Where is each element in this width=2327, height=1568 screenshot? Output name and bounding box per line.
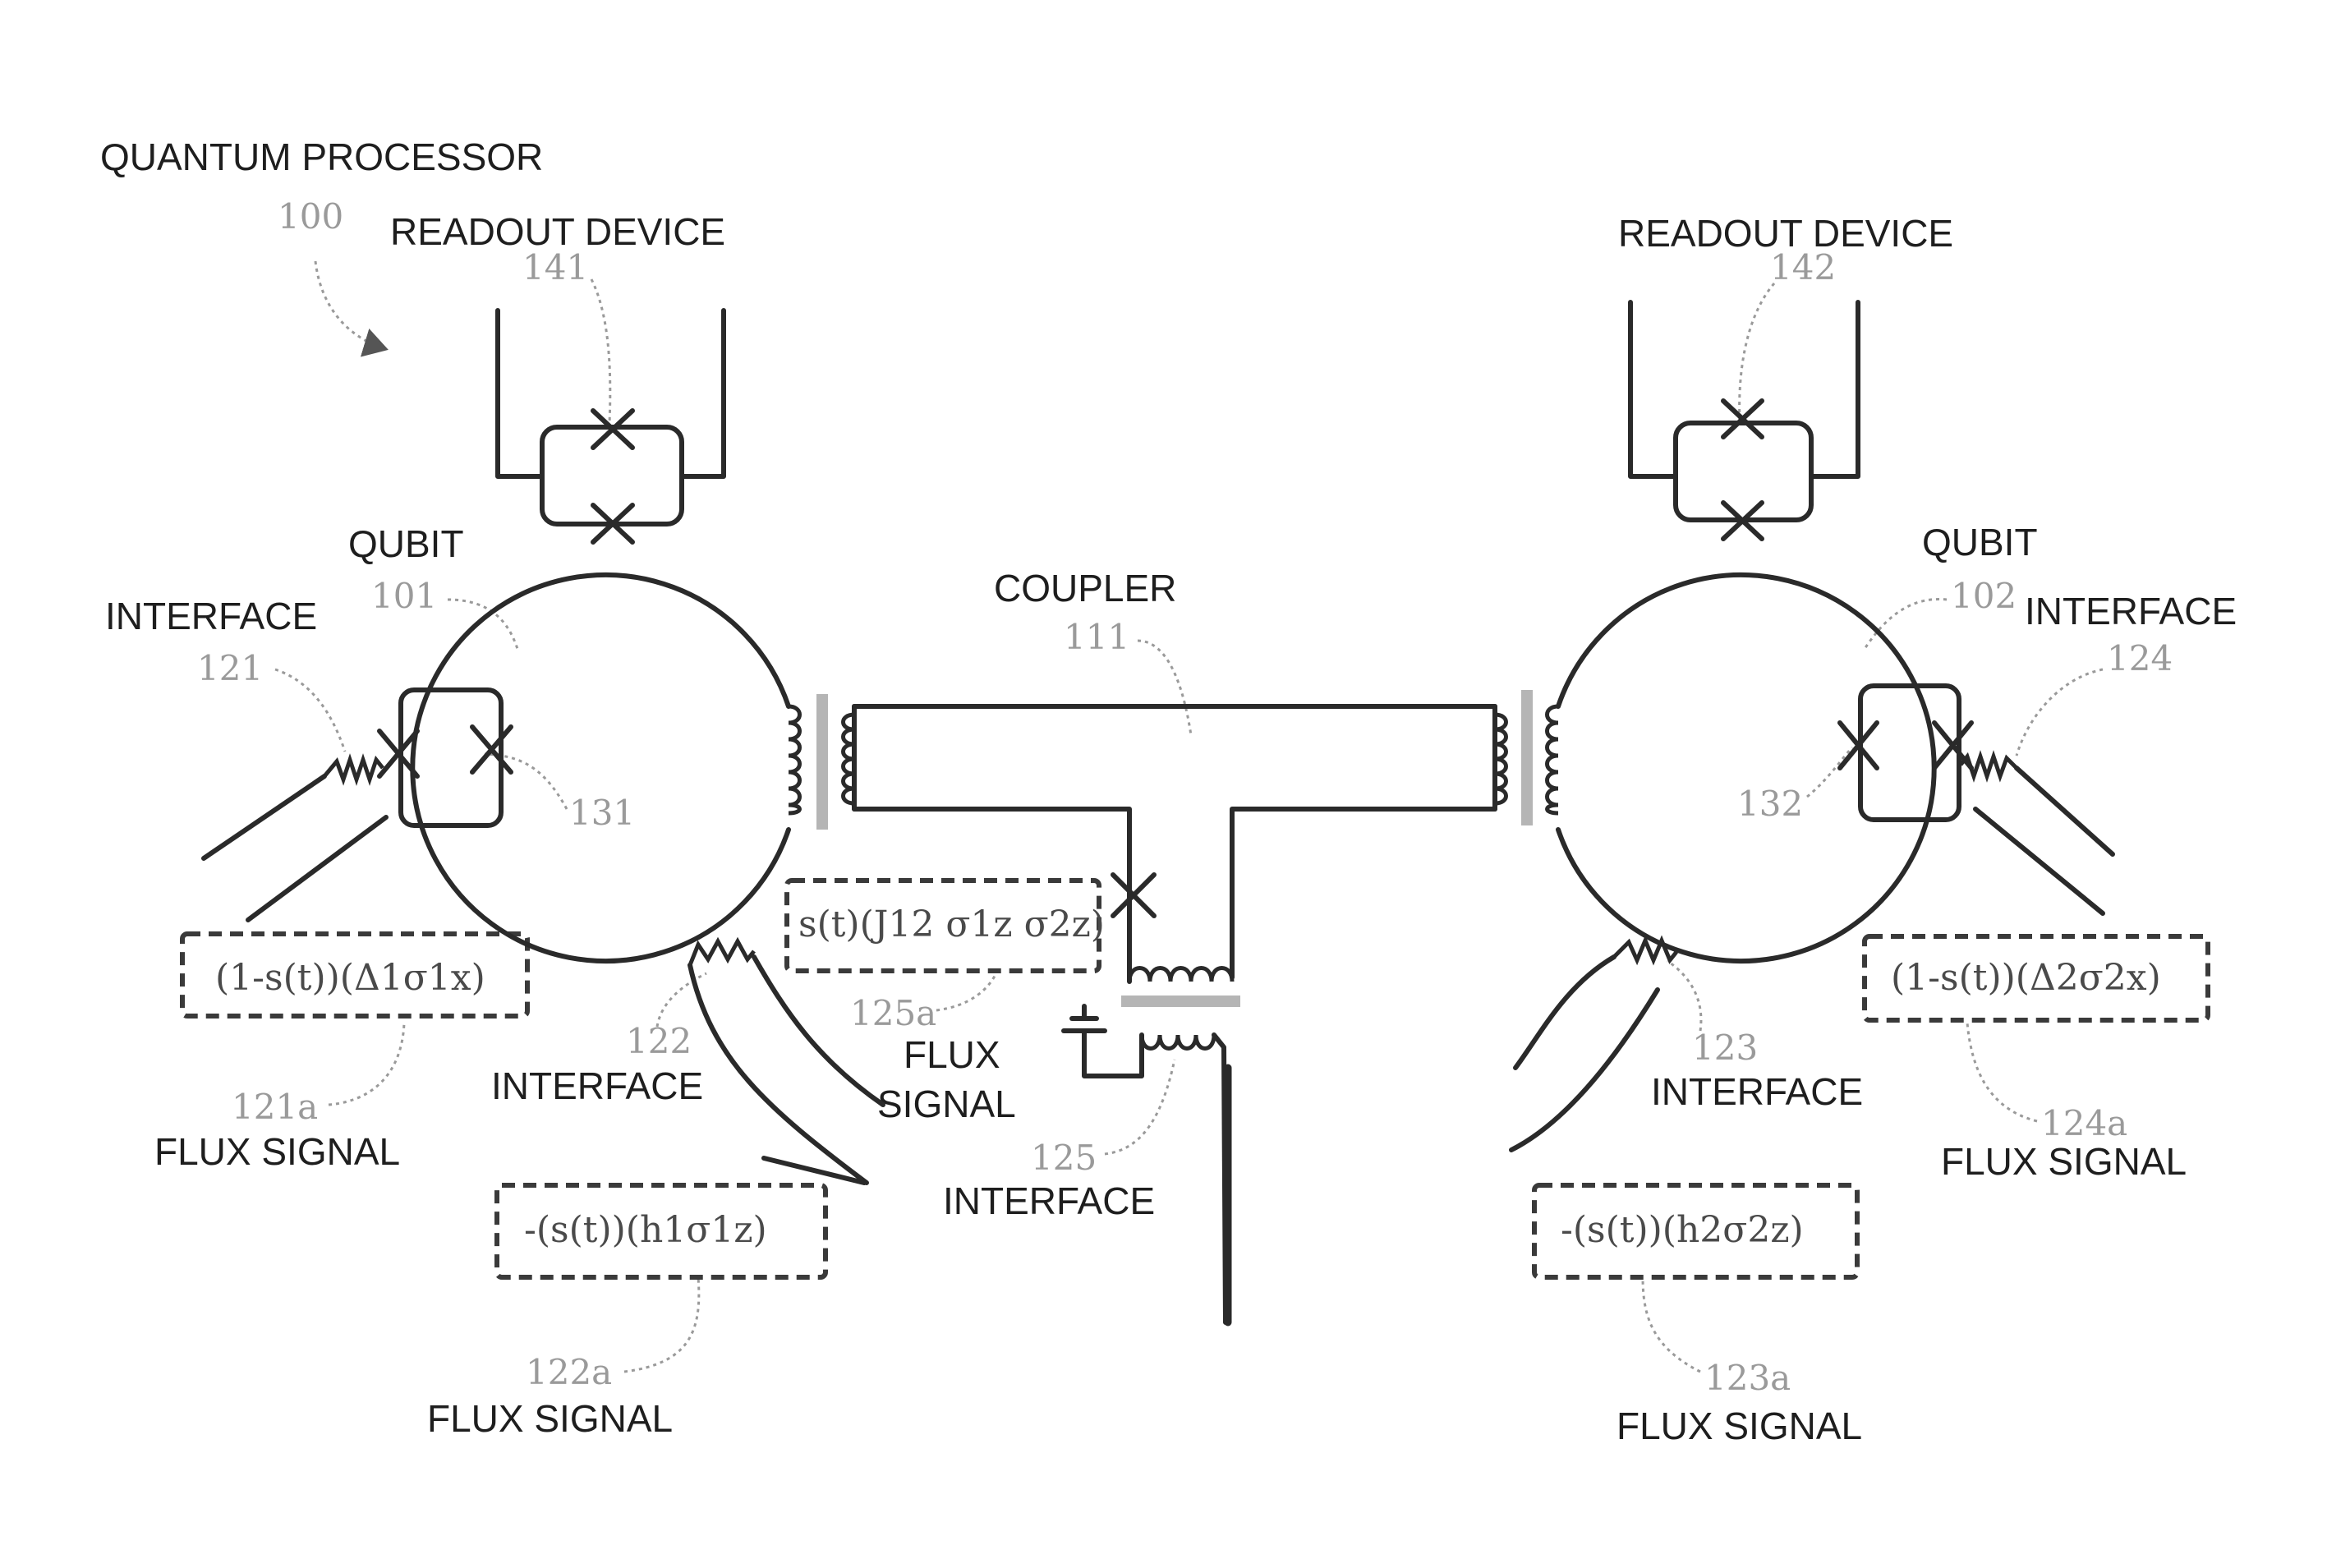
ref-122: 122 <box>626 1021 692 1061</box>
leader-125a <box>936 969 998 1010</box>
leader-132 <box>1807 747 1852 797</box>
flux-signal-124a-label: FLUX SIGNAL <box>1941 1140 2187 1183</box>
leader-121a <box>329 1023 404 1105</box>
qubit-102 <box>1521 575 1971 961</box>
leader-122a <box>624 1277 699 1372</box>
readout-device-141 <box>498 310 724 542</box>
ref-121a: 121a <box>232 1087 318 1127</box>
title-label: QUANTUM PROCESSOR <box>100 136 543 178</box>
leader-121 <box>275 669 345 752</box>
leader-111 <box>1138 641 1191 735</box>
leader-123a <box>1643 1277 1700 1372</box>
ref-123a: 123a <box>1704 1358 1791 1398</box>
coupler-111 <box>844 706 1506 1007</box>
leader-123 <box>1667 961 1701 1031</box>
ref-142: 142 <box>1770 247 1836 287</box>
readout-device-142 <box>1630 302 1858 539</box>
ref-111: 111 <box>1064 617 1129 657</box>
interface-124 <box>1961 756 2113 913</box>
ref-101: 101 <box>371 576 437 616</box>
flux-signal-123a-label: FLUX SIGNAL <box>1616 1405 1862 1447</box>
leader-102 <box>1865 600 1947 649</box>
ref-121: 121 <box>197 648 263 688</box>
flux-125a-label: FLUX <box>904 1033 1000 1076</box>
flux-signal-122a-label: FLUX SIGNAL <box>427 1397 673 1440</box>
qubit-right-label: QUBIT <box>1922 521 2038 563</box>
equation-125a: s(t)(J12 σ1z σ2z) <box>798 904 1105 945</box>
interface-122-label: INTERFACE <box>491 1064 703 1107</box>
interface-124-label: INTERFACE <box>2025 590 2237 632</box>
leader-131 <box>485 754 567 809</box>
ref-131: 131 <box>569 793 635 833</box>
interface-122 <box>690 941 883 1183</box>
qubit-101 <box>379 575 828 961</box>
ref-132: 132 <box>1737 784 1803 824</box>
ref-102: 102 <box>1951 576 2017 616</box>
equation-122a: -(s(t))(h1σ1z) <box>524 1209 767 1251</box>
ref-124: 124 <box>2107 638 2173 678</box>
leader-141 <box>591 279 610 423</box>
signal-125a-label: SIGNAL <box>877 1083 1016 1125</box>
equation-123a: -(s(t))(h2σ2z) <box>1561 1209 1804 1251</box>
leader-124 <box>2017 669 2103 756</box>
ref-125a: 125a <box>850 993 936 1033</box>
equation-124a: (1-s(t))(Δ2σ2x) <box>1891 957 2161 999</box>
interface-121-label: INTERFACE <box>105 595 317 637</box>
qubit-left-label: QUBIT <box>348 522 464 565</box>
coupler-label: COUPLER <box>994 567 1176 609</box>
leader-100 <box>315 261 386 349</box>
leader-142 <box>1740 283 1774 423</box>
interface-123-label: INTERFACE <box>1651 1070 1863 1113</box>
ref-123: 123 <box>1692 1028 1758 1068</box>
leader-124a <box>1967 1023 2037 1121</box>
ref-124a: 124a <box>2041 1103 2127 1143</box>
interface-123 <box>1511 940 1676 1150</box>
ref-141: 141 <box>522 247 588 287</box>
ref-100: 100 <box>278 196 343 237</box>
interface-125-label: INTERFACE <box>943 1179 1155 1222</box>
interface-121 <box>204 760 386 920</box>
ref-122a: 122a <box>526 1352 612 1392</box>
equation-121a: (1-s(t))(Δ1σ1x) <box>215 957 485 999</box>
flux-signal-121a-label: FLUX SIGNAL <box>154 1130 400 1173</box>
ref-125: 125 <box>1031 1138 1097 1178</box>
